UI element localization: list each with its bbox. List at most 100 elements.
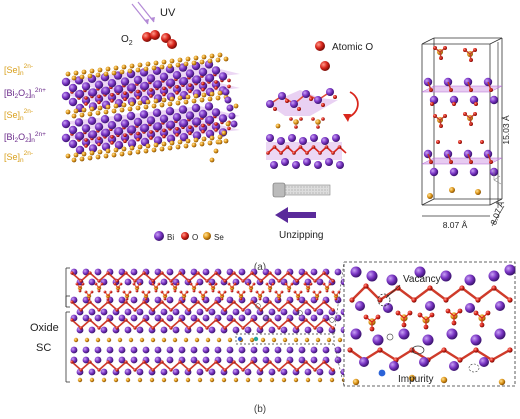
bond	[260, 301, 271, 311]
o-atom	[241, 279, 245, 283]
bond	[288, 283, 293, 289]
bi-atom	[159, 128, 169, 137]
o-atom	[313, 279, 317, 283]
bi-atom	[310, 268, 318, 276]
bi-atom	[422, 334, 434, 346]
se-legend-icon	[203, 232, 211, 240]
bond	[80, 272, 91, 282]
se-atom	[89, 150, 95, 156]
bond	[174, 283, 179, 289]
layer-label: [Se]n2n-	[4, 63, 33, 77]
o-atom	[188, 131, 192, 135]
bi-atom	[130, 268, 138, 276]
bond	[145, 291, 150, 297]
se-atom	[227, 337, 233, 343]
bi-atom	[68, 83, 78, 93]
o-atom	[250, 360, 254, 364]
bi-atom	[449, 167, 459, 177]
bond	[116, 319, 127, 329]
o-atom	[106, 318, 110, 322]
se-atom	[127, 68, 133, 74]
bi-atom	[172, 127, 182, 136]
se-atom	[153, 98, 159, 104]
se-atom	[73, 152, 79, 158]
bond	[247, 283, 252, 289]
o-atom	[160, 271, 164, 275]
bi-atom	[120, 119, 130, 128]
bi-atom	[205, 73, 215, 83]
bi-atom	[202, 356, 210, 364]
se-atom	[337, 337, 343, 343]
bond	[464, 113, 471, 119]
bi-atom	[288, 134, 296, 142]
bond	[197, 301, 208, 311]
bi-atom	[244, 368, 252, 376]
o-atom	[214, 271, 218, 275]
se-atom	[293, 377, 299, 383]
o-atom	[279, 151, 283, 155]
bi-atom	[94, 122, 104, 131]
bond	[365, 285, 381, 301]
bond	[419, 314, 427, 321]
bond	[116, 301, 127, 311]
se-atom	[145, 99, 151, 105]
se-atom	[352, 378, 360, 386]
bi-atom	[94, 136, 104, 145]
o-atom	[178, 360, 182, 364]
bond	[224, 272, 235, 282]
bond	[104, 291, 109, 297]
se-atom	[84, 337, 90, 343]
o-atom	[70, 360, 74, 364]
o-atom	[205, 368, 209, 372]
se-atom	[101, 377, 107, 383]
bi-atom	[185, 125, 195, 134]
se-atom	[183, 99, 189, 105]
bond	[98, 361, 109, 371]
o-atom	[97, 142, 101, 147]
se-atom	[135, 149, 141, 155]
o-atom	[142, 318, 146, 322]
bi-atom	[280, 368, 288, 376]
bond	[467, 81, 472, 91]
bi-atom	[172, 368, 180, 376]
o-atom	[311, 145, 316, 149]
o-atom	[304, 318, 308, 322]
o-atom	[311, 117, 315, 121]
se-atom	[137, 62, 143, 68]
o-atom	[97, 308, 101, 312]
o-atom	[201, 297, 205, 301]
o-atom	[178, 318, 182, 322]
bond	[143, 361, 154, 371]
o-atom	[250, 271, 254, 275]
bond	[491, 348, 511, 362]
se-atom	[149, 377, 155, 383]
o-atom	[227, 84, 231, 89]
bond	[89, 272, 100, 282]
bond	[304, 283, 309, 289]
o-atom	[313, 308, 317, 312]
bond	[233, 319, 244, 329]
se-atom	[125, 377, 131, 383]
se-atom	[103, 109, 109, 115]
bi-atom	[154, 356, 162, 364]
o-atom	[97, 100, 101, 105]
se-atom	[97, 149, 103, 155]
o-atom	[84, 102, 88, 106]
bond	[251, 301, 262, 311]
bond	[278, 361, 289, 371]
bi-atom	[124, 368, 132, 376]
o-atom	[151, 326, 155, 330]
o-atom	[436, 140, 440, 144]
o-atom	[230, 289, 234, 293]
impurity-atom	[378, 369, 386, 377]
o-atom	[304, 300, 308, 304]
o-atom	[287, 289, 291, 293]
layered-crystal-slab	[61, 52, 240, 163]
vacancy-ellipse-2	[468, 363, 480, 373]
oxide-label: Oxide	[30, 322, 59, 334]
bi-atom	[61, 91, 71, 101]
o-atom	[452, 102, 456, 106]
bi-atom	[179, 77, 189, 86]
o-atom	[151, 308, 155, 312]
bond	[114, 283, 119, 289]
